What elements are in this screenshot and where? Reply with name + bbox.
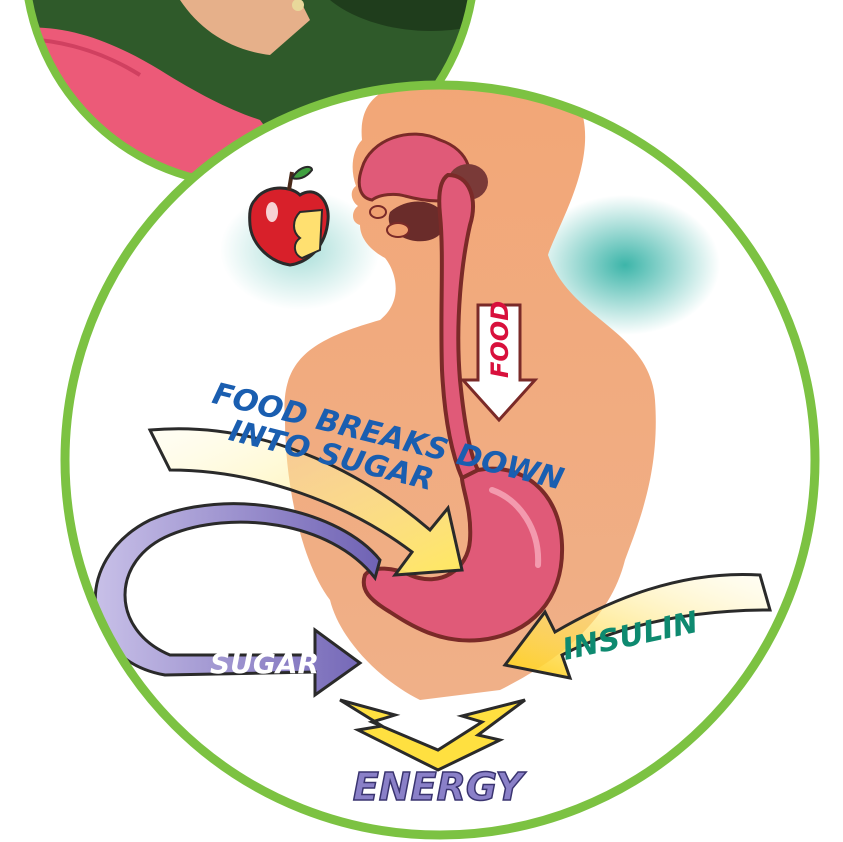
teeth-upper bbox=[370, 206, 386, 218]
food-label: FOOD bbox=[486, 301, 514, 378]
energy-label: ENERGY bbox=[353, 765, 527, 809]
sugar-label: SUGAR bbox=[210, 647, 319, 680]
teeth-lower bbox=[387, 223, 409, 237]
